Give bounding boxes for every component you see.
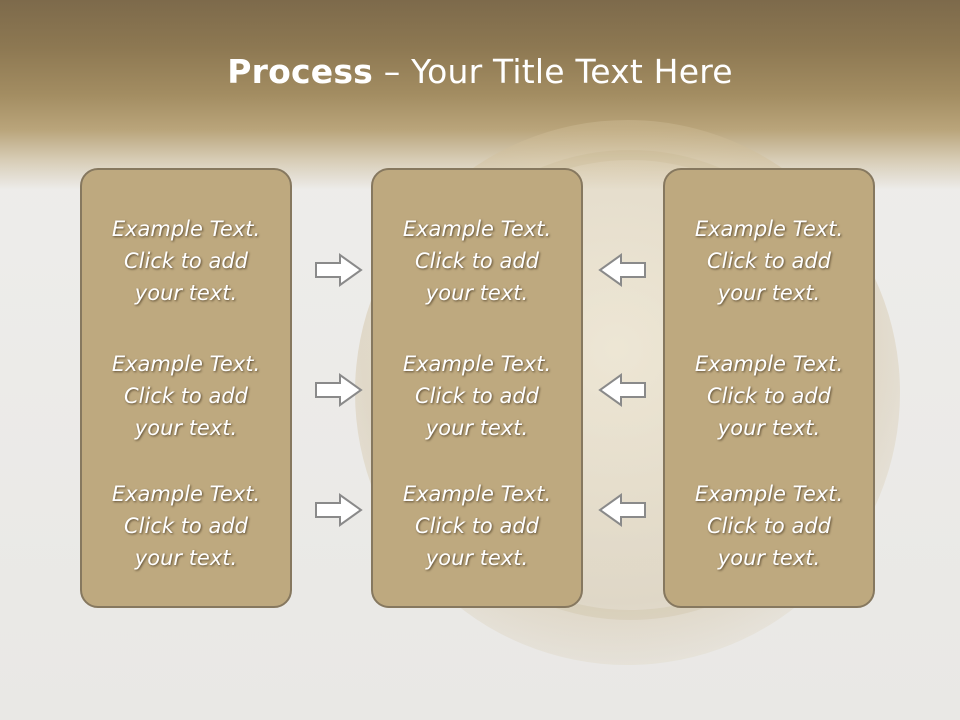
text-line: Click to add: [706, 249, 831, 273]
text-line: Example Text.: [111, 352, 261, 376]
title-bold: Process: [227, 52, 374, 91]
panel-text[interactable]: Example Text. Click to add your text.: [373, 213, 581, 309]
text-line: Example Text.: [402, 352, 552, 376]
left-arrow-icon: [598, 253, 646, 287]
header-band: [0, 0, 960, 190]
text-line: Example Text.: [694, 217, 844, 241]
panel-text[interactable]: Example Text. Click to add your text.: [665, 478, 873, 574]
panel-text[interactable]: Example Text. Click to add your text.: [82, 213, 290, 309]
process-panel-left[interactable]: Example Text. Click to add your text. Ex…: [80, 168, 292, 608]
text-line: Click to add: [123, 249, 248, 273]
text-line: Click to add: [706, 384, 831, 408]
text-line: your text.: [425, 281, 529, 305]
text-line: Example Text.: [402, 217, 552, 241]
slide-title[interactable]: Process – Your Title Text Here: [0, 52, 960, 91]
text-line: your text.: [717, 546, 821, 570]
text-line: your text.: [717, 416, 821, 440]
panel-text[interactable]: Example Text. Click to add your text.: [665, 213, 873, 309]
left-arrow-icon: [598, 493, 646, 527]
left-arrow-icon: [598, 373, 646, 407]
panel-text[interactable]: Example Text. Click to add your text.: [373, 348, 581, 444]
panel-text[interactable]: Example Text. Click to add your text.: [82, 478, 290, 574]
process-panel-center[interactable]: Example Text. Click to add your text. Ex…: [371, 168, 583, 608]
text-line: your text.: [425, 546, 529, 570]
text-line: Example Text.: [111, 482, 261, 506]
text-line: Click to add: [414, 249, 539, 273]
text-line: Click to add: [414, 384, 539, 408]
process-panel-right[interactable]: Example Text. Click to add your text. Ex…: [663, 168, 875, 608]
text-line: Click to add: [123, 514, 248, 538]
text-line: Example Text.: [111, 217, 261, 241]
text-line: Example Text.: [694, 352, 844, 376]
title-rest: – Your Title Text Here: [373, 52, 733, 91]
panel-text[interactable]: Example Text. Click to add your text.: [665, 348, 873, 444]
text-line: your text.: [134, 416, 238, 440]
right-arrow-icon: [315, 493, 363, 527]
text-line: your text.: [425, 416, 529, 440]
text-line: Example Text.: [694, 482, 844, 506]
text-line: Click to add: [706, 514, 831, 538]
right-arrow-icon: [315, 373, 363, 407]
text-line: Click to add: [414, 514, 539, 538]
text-line: your text.: [717, 281, 821, 305]
right-arrow-icon: [315, 253, 363, 287]
panel-text[interactable]: Example Text. Click to add your text.: [82, 348, 290, 444]
text-line: your text.: [134, 546, 238, 570]
panel-text[interactable]: Example Text. Click to add your text.: [373, 478, 581, 574]
text-line: your text.: [134, 281, 238, 305]
text-line: Click to add: [123, 384, 248, 408]
text-line: Example Text.: [402, 482, 552, 506]
